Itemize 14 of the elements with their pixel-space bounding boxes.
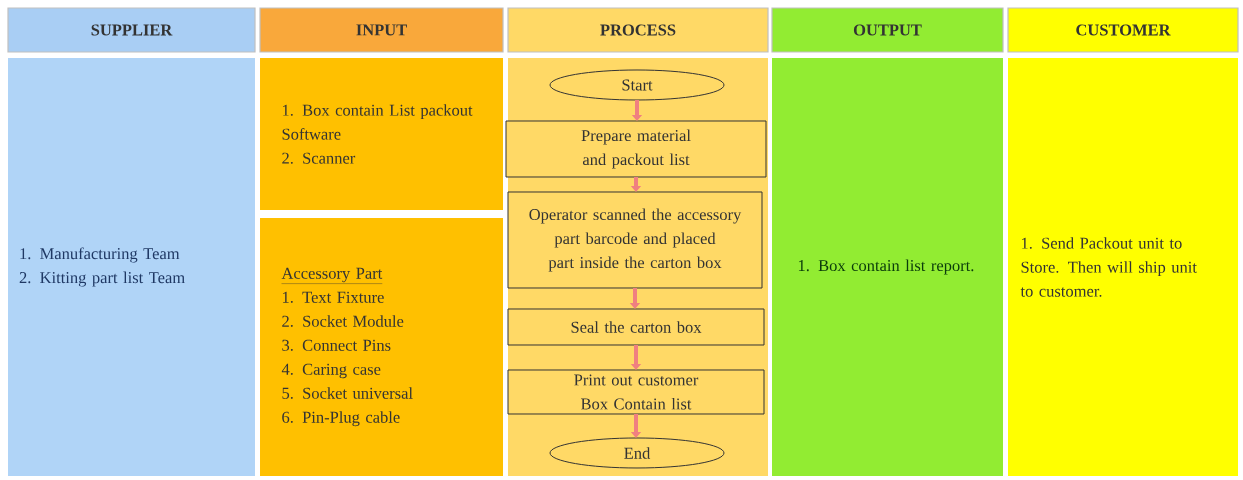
column-panel: 1. Box contain list report.	[772, 58, 1003, 476]
process-box: Seal the carton box	[507, 308, 765, 346]
column-panel: 1. Send Packout unit to Store. Then will ship unit to customer.	[1008, 58, 1238, 476]
column-header: CUSTOMER	[1007, 7, 1239, 53]
column-header: OUTPUT	[771, 7, 1004, 53]
process-box: Operator scanned the accessory part barcode and placed part inside the carton box	[507, 191, 763, 289]
column-panel: Accessory Part 1. Text Fixture 2. Socket Module 3. Connect Pins 4. Caring case 5. Socket universal 6. Pin-Plug cable	[260, 218, 503, 476]
column-panel: 1. Manufacturing Team 2. Kitting part list Team	[8, 58, 255, 476]
column-header: INPUT	[259, 7, 504, 53]
column-header: PROCESS	[507, 7, 769, 53]
column-panel: 1. Box contain List packout Software 2. Scanner	[260, 58, 503, 210]
column-header: SUPPLIER	[7, 7, 256, 53]
process-box: Prepare material and packout list	[505, 120, 767, 178]
process-box: Print out customer Box Contain list	[507, 369, 765, 415]
